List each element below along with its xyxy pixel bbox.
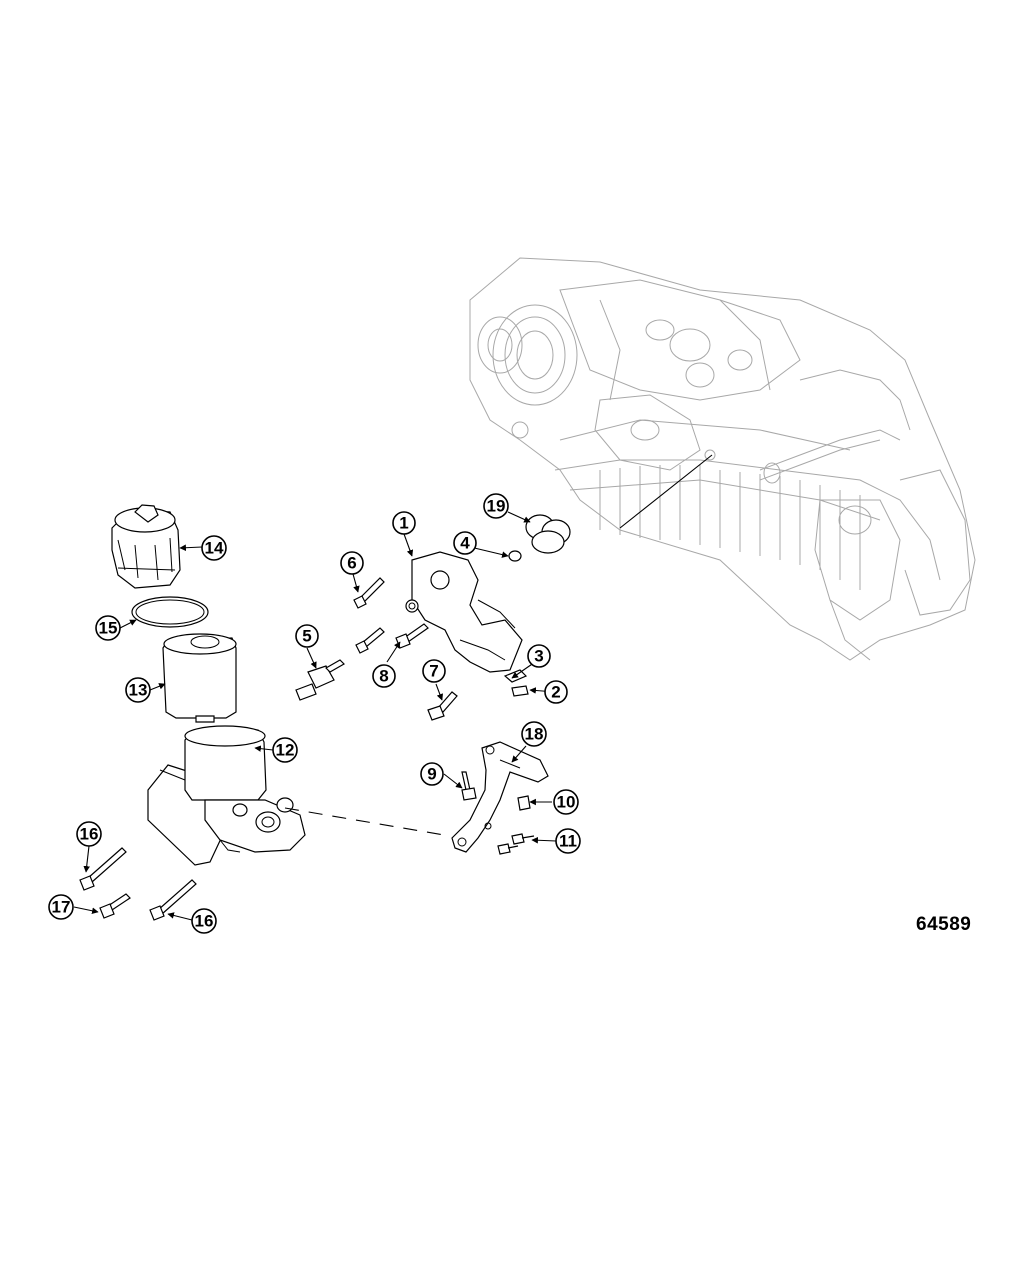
spacer bbox=[517, 795, 531, 811]
callout-16-upper: 16 bbox=[76, 821, 102, 847]
callout-5: 5 bbox=[295, 624, 319, 648]
leader-lines bbox=[73, 511, 557, 921]
bolt-7 bbox=[427, 691, 458, 721]
callout-7: 7 bbox=[422, 659, 446, 683]
callout-16-lower: 16 bbox=[191, 908, 217, 934]
svg-text:15: 15 bbox=[99, 619, 118, 638]
svg-text:13: 13 bbox=[129, 681, 148, 700]
diagram-reference-number: 64589 bbox=[916, 914, 972, 935]
callout-14: 14 bbox=[201, 535, 227, 561]
oil-filter-cap bbox=[111, 504, 181, 589]
bolt-unlabeled bbox=[355, 627, 385, 654]
svg-text:17: 17 bbox=[52, 898, 71, 917]
spring-washer bbox=[511, 685, 529, 697]
assembly-dashed-line bbox=[284, 807, 451, 837]
callout-15: 15 bbox=[95, 615, 121, 641]
svg-text:16: 16 bbox=[80, 825, 99, 844]
oil-filter-element bbox=[162, 633, 237, 723]
svg-text:4: 4 bbox=[460, 534, 470, 553]
svg-text:9: 9 bbox=[427, 765, 436, 784]
callout-12: 12 bbox=[272, 737, 298, 763]
engine-block-illustration bbox=[469, 257, 976, 661]
callout-1: 1 bbox=[392, 511, 416, 535]
mounting-bracket bbox=[451, 741, 549, 853]
callout-17: 17 bbox=[48, 894, 74, 920]
callout-10: 10 bbox=[553, 789, 579, 815]
svg-text:14: 14 bbox=[205, 539, 224, 558]
callout-9: 9 bbox=[420, 762, 444, 786]
oil-pressure-sensor bbox=[295, 659, 345, 701]
callout-3: 3 bbox=[527, 644, 551, 668]
svg-text:16: 16 bbox=[195, 912, 214, 931]
svg-text:8: 8 bbox=[379, 667, 388, 686]
bolt-6 bbox=[353, 577, 385, 609]
callout-19: 19 bbox=[483, 493, 509, 519]
callout-2: 2 bbox=[544, 680, 568, 704]
bolt-9 bbox=[461, 771, 477, 801]
o-ring bbox=[131, 596, 209, 628]
svg-text:7: 7 bbox=[429, 662, 438, 681]
engine-mount-leader bbox=[619, 454, 713, 529]
callout-4: 4 bbox=[453, 531, 477, 555]
svg-text:2: 2 bbox=[551, 683, 560, 702]
svg-text:19: 19 bbox=[487, 497, 506, 516]
adapter-housing bbox=[405, 551, 523, 673]
long-bolt-upper bbox=[79, 847, 127, 891]
long-bolt-lower bbox=[149, 879, 197, 921]
callout-11: 11 bbox=[555, 828, 581, 854]
callout-6: 6 bbox=[340, 551, 364, 575]
small-bolts bbox=[497, 833, 535, 855]
gasket-pair bbox=[525, 514, 571, 554]
svg-text:3: 3 bbox=[534, 647, 543, 666]
callout-13: 13 bbox=[125, 677, 151, 703]
svg-text:1: 1 bbox=[399, 514, 408, 533]
callout-18: 18 bbox=[521, 721, 547, 747]
svg-text:10: 10 bbox=[557, 793, 576, 812]
svg-text:11: 11 bbox=[559, 832, 577, 851]
oil-filter-housing-assembly bbox=[147, 725, 306, 866]
svg-text:6: 6 bbox=[347, 554, 356, 573]
callout-8: 8 bbox=[372, 664, 396, 688]
svg-text:18: 18 bbox=[525, 725, 544, 744]
bolt-8 bbox=[395, 623, 429, 649]
svg-text:5: 5 bbox=[302, 627, 311, 646]
short-bolt bbox=[99, 893, 131, 919]
small-plug bbox=[508, 550, 522, 562]
svg-text:12: 12 bbox=[276, 741, 295, 760]
